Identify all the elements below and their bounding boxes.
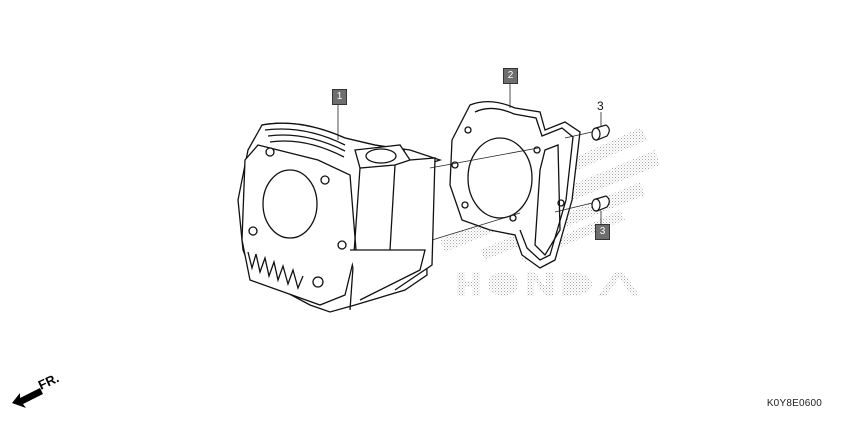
dowel-pin-upper[interactable] xyxy=(591,124,610,141)
diagram-code: K0Y8E0600 xyxy=(766,398,822,409)
dowel-pin-lower[interactable] xyxy=(591,195,610,212)
front-direction-arrow-icon xyxy=(12,388,43,408)
callout-part-3-upper[interactable]: 3 xyxy=(597,99,604,113)
callout-part-2[interactable]: 2 xyxy=(503,68,518,84)
callout-part-3-lower[interactable]: 3 xyxy=(595,224,610,240)
callout-part-1[interactable]: 1 xyxy=(332,89,347,105)
alignment-lines xyxy=(337,82,602,241)
cylinder-part[interactable] xyxy=(237,122,443,313)
